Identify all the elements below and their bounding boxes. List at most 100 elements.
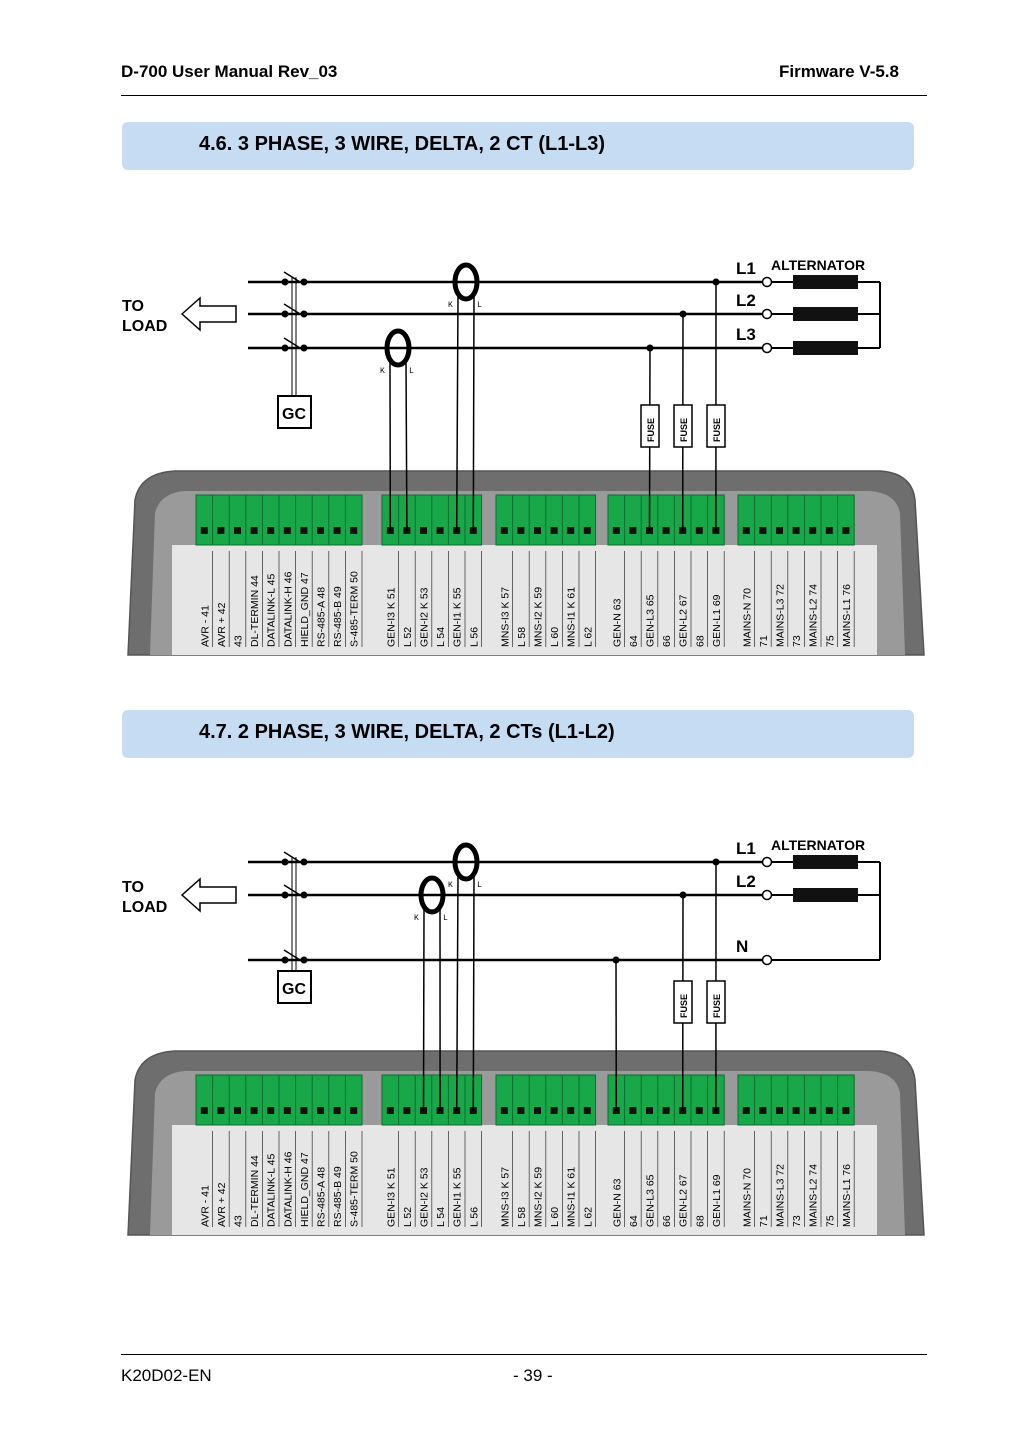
terminal-label: DATALINK-L 45 xyxy=(266,574,278,647)
terminal-screw xyxy=(234,527,241,534)
breaker-dot xyxy=(281,956,289,964)
line-label: L2 xyxy=(736,291,756,310)
terminal-screw xyxy=(776,1107,783,1114)
terminal-screw xyxy=(283,527,291,534)
terminal-label: DATALINK-L 45 xyxy=(266,1154,278,1227)
terminal-label: DATALINK-H 46 xyxy=(282,571,294,647)
line-label: L2 xyxy=(736,872,756,891)
terminal-screw xyxy=(792,527,800,534)
terminal-label: 75 xyxy=(824,635,836,647)
header-right: Firmware V-5.8 xyxy=(778,62,899,81)
terminal-label: GEN-I2 K 53 xyxy=(419,587,431,647)
terminal-label: 66 xyxy=(661,635,673,647)
ct-wire-l xyxy=(405,361,408,532)
terminal-label: S-485-TERM 50 xyxy=(349,571,361,647)
terminal-label: AVR - 41 xyxy=(199,605,211,647)
terminal-screw xyxy=(317,527,324,534)
terminal-label: MAINS-L2 74 xyxy=(808,584,820,647)
terminal-label: RS-485-B 49 xyxy=(332,586,344,647)
terminal-screw xyxy=(386,1107,394,1114)
line-terminal-circle xyxy=(761,856,773,868)
terminal-screw xyxy=(500,1107,508,1114)
terminal-label: GEN-L3 65 xyxy=(645,594,657,647)
footer-doc-code: K20D02-EN xyxy=(121,1366,212,1385)
terminal-screw xyxy=(283,1107,291,1114)
fuse-box xyxy=(673,980,693,1024)
terminal-label: AVR + 42 xyxy=(216,1182,228,1227)
terminal-label: 71 xyxy=(758,635,770,647)
fuse-box xyxy=(673,404,693,448)
terminal-label: 64 xyxy=(628,635,640,647)
alternator-winding xyxy=(793,307,858,321)
terminal-screw xyxy=(629,527,637,534)
terminal-label: 43 xyxy=(233,635,245,647)
breaker-dot xyxy=(300,891,308,899)
current-transformer xyxy=(384,328,412,368)
header-rule xyxy=(121,95,927,96)
terminal-block xyxy=(737,494,855,546)
footer-rule xyxy=(121,1354,927,1355)
ct-k-label: K xyxy=(448,301,453,310)
terminal-label: GEN-I3 K 51 xyxy=(385,587,397,647)
terminal-screw xyxy=(200,527,208,534)
terminal-screw xyxy=(300,1107,308,1114)
terminal-screw xyxy=(267,527,275,534)
terminal-screw xyxy=(695,527,703,534)
terminal-label: 73 xyxy=(791,1215,803,1227)
terminal-label: MNS-I2 K 59 xyxy=(533,1167,545,1227)
breaker-dot xyxy=(281,891,289,899)
terminal-label: MAINS-L1 76 xyxy=(841,584,853,647)
terminal-label: MAINS-L2 74 xyxy=(808,1164,820,1227)
terminal-label: MAINS-L3 72 xyxy=(775,1164,787,1227)
terminal-label: L 52 xyxy=(402,1207,414,1227)
terminal-label: GEN-I1 K 55 xyxy=(452,1167,464,1227)
terminal-label: L 56 xyxy=(468,1207,480,1227)
breaker-dot xyxy=(300,310,308,318)
terminal-label: 75 xyxy=(824,1215,836,1227)
terminal-label: MNS-I3 K 57 xyxy=(499,587,511,647)
terminal-label: L 60 xyxy=(549,627,561,647)
terminal-label: S-485-TERM 50 xyxy=(349,1151,361,1227)
terminal-label: MAINS-N 70 xyxy=(741,1168,753,1227)
terminal-label: 73 xyxy=(791,635,803,647)
terminal-screw xyxy=(742,527,750,534)
terminal-screw xyxy=(646,1107,653,1114)
breaker-dot xyxy=(281,310,289,318)
breaker-dot xyxy=(300,344,308,352)
terminal-label: GEN-L1 69 xyxy=(711,1174,723,1227)
terminal-block xyxy=(607,494,725,546)
terminal-label: MAINS-L3 72 xyxy=(775,584,787,647)
fuse-label: FUSE xyxy=(712,994,722,1018)
terminal-label: GEN-N 63 xyxy=(611,598,623,647)
header-left: D-700 User Manual Rev_03 xyxy=(121,62,338,81)
terminal-screw xyxy=(612,527,620,534)
terminal-screw xyxy=(567,1107,575,1114)
to-load-label: TO xyxy=(122,298,144,315)
terminal-label: HIELD_GND 47 xyxy=(299,1152,311,1227)
terminal-label: RS-485-B 49 xyxy=(332,1166,344,1227)
line-terminal-circle xyxy=(761,276,773,288)
terminal-screw xyxy=(534,527,541,534)
terminal-screw xyxy=(517,1107,525,1114)
gc-box xyxy=(277,970,312,1004)
section-banner-2: 4.7. 2 PHASE, 3 WIRE, DELTA, 2 CTs (L1-L… xyxy=(122,710,914,758)
gc-label: GC xyxy=(282,406,306,423)
terminal-screw xyxy=(759,1107,767,1114)
section-title-2: 4.7. 2 PHASE, 3 WIRE, DELTA, 2 CTs (L1-L… xyxy=(199,721,615,743)
terminal-label: GEN-I1 K 55 xyxy=(452,587,464,647)
alternator-winding xyxy=(793,855,858,869)
terminal-label: 66 xyxy=(661,1215,673,1227)
terminal-label: GEN-L2 67 xyxy=(678,594,690,647)
terminal-screw xyxy=(550,1107,558,1114)
terminal-screw xyxy=(776,527,783,534)
line-label: L3 xyxy=(736,325,756,344)
terminal-screw xyxy=(350,1107,358,1114)
terminal-label: DL-TERMIN 44 xyxy=(249,575,261,647)
terminal-label-plate xyxy=(172,1125,877,1235)
section-title-1: 4.6. 3 PHASE, 3 WIRE, DELTA, 2 CT (L1-L3… xyxy=(199,133,605,155)
breaker-dot xyxy=(300,278,308,286)
terminal-screw xyxy=(436,527,444,534)
terminal-screw xyxy=(629,1107,637,1114)
terminal-label: AVR - 41 xyxy=(199,1185,211,1227)
